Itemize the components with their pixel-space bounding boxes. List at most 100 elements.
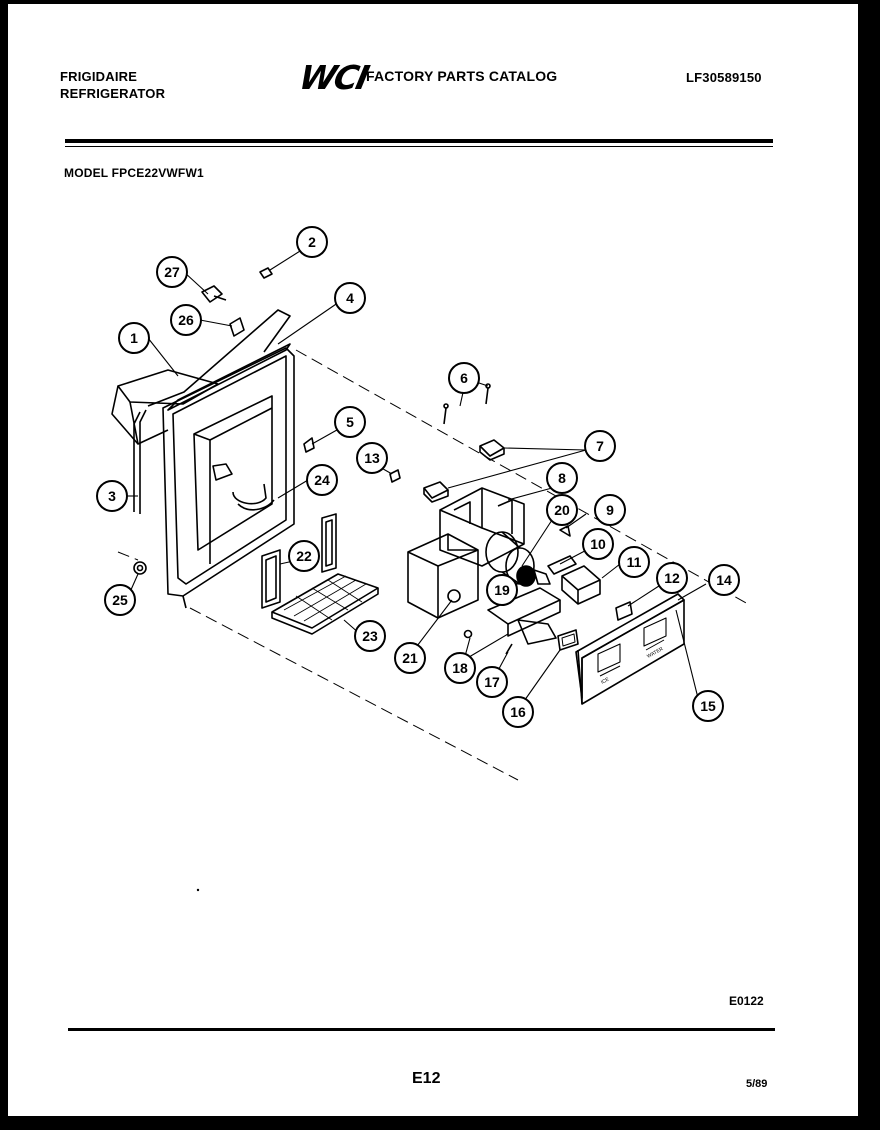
callout-25: 25 xyxy=(104,584,136,616)
alignment-lines xyxy=(117,349,749,781)
callout-23: 23 xyxy=(354,620,386,652)
product-name: REFRIGERATOR xyxy=(60,86,166,101)
callout-number: 6 xyxy=(460,370,468,386)
callout-number: 3 xyxy=(108,488,116,504)
callout-circle xyxy=(656,562,688,594)
callout-circle xyxy=(502,696,534,728)
print-date: 5/89 xyxy=(746,1078,768,1090)
callout-number: 21 xyxy=(402,650,418,666)
control-panel xyxy=(575,593,685,705)
callout-circle xyxy=(692,690,724,722)
water-button xyxy=(615,601,633,621)
callout-circle xyxy=(582,528,614,560)
callout-circle xyxy=(546,494,578,526)
callout-circle xyxy=(334,406,366,438)
callout-circle xyxy=(394,642,426,674)
gear-cylinder xyxy=(485,531,551,587)
callout-8: 8 xyxy=(546,462,578,494)
drip-tray xyxy=(271,573,379,635)
callout-3: 3 xyxy=(96,480,128,512)
callout-circle xyxy=(354,620,386,652)
callout-number: 27 xyxy=(164,264,180,280)
water-tube xyxy=(133,309,291,514)
callout-number: 26 xyxy=(178,312,194,328)
callout-17: 17 xyxy=(476,666,508,698)
parts-catalog-page: FRIGIDAIRE REFRIGERATOR WCI FACTORY PART… xyxy=(8,4,858,1116)
relay-parts xyxy=(423,439,505,503)
grille-small xyxy=(261,513,337,609)
callout-4: 4 xyxy=(334,282,366,314)
callout-number: 4 xyxy=(346,290,354,306)
manufacturer-block: FRIGIDAIRE REFRIGERATOR xyxy=(60,68,165,102)
callout-number: 13 xyxy=(364,450,380,466)
callout-number: 14 xyxy=(716,572,732,588)
callout-circle xyxy=(448,362,480,394)
callout-number: 16 xyxy=(510,704,526,720)
callout-circle xyxy=(104,584,136,616)
callout-number: 25 xyxy=(112,592,128,608)
callout-group: 1234567891011121314151617181920212223242… xyxy=(96,226,740,728)
footer-rule xyxy=(68,1028,775,1031)
callout-10: 10 xyxy=(582,528,614,560)
ice-button xyxy=(557,629,579,651)
callout-number: 12 xyxy=(664,570,680,586)
catalog-number: LF30589150 xyxy=(686,70,762,85)
dispenser-frame xyxy=(162,347,295,609)
callout-number: 7 xyxy=(596,438,604,454)
callout-circle xyxy=(96,480,128,512)
callout-number: 10 xyxy=(590,536,606,552)
callout-number: 1 xyxy=(130,330,138,346)
callout-number: 22 xyxy=(296,548,312,564)
callout-circle xyxy=(306,464,338,496)
callout-16: 16 xyxy=(502,696,534,728)
callout-22: 22 xyxy=(288,540,320,572)
grommet-part xyxy=(133,561,147,575)
callout-number: 18 xyxy=(452,660,468,676)
callout-14: 14 xyxy=(708,564,740,596)
callout-circle xyxy=(618,546,650,578)
callout-15: 15 xyxy=(692,690,724,722)
callout-number: 15 xyxy=(700,698,716,714)
callout-27: 27 xyxy=(156,256,188,288)
motor-assembly xyxy=(407,533,479,619)
callout-number: 9 xyxy=(606,502,614,518)
callout-5: 5 xyxy=(334,406,366,438)
callout-circle xyxy=(156,256,188,288)
screw-9 xyxy=(559,525,571,537)
callout-12: 12 xyxy=(656,562,688,594)
switch-part xyxy=(303,437,315,453)
callout-18: 18 xyxy=(444,652,476,684)
callout-number: 2 xyxy=(308,234,316,250)
callout-circle xyxy=(486,574,518,606)
motor-bracket xyxy=(439,487,525,567)
callout-circle xyxy=(708,564,740,596)
callout-circle xyxy=(356,442,388,474)
nut-part xyxy=(259,267,273,279)
callout-19: 19 xyxy=(486,574,518,606)
screws xyxy=(443,383,491,425)
header-rule-thin xyxy=(65,146,773,147)
panel-label-left: ICE xyxy=(600,676,611,686)
callout-6: 6 xyxy=(448,362,480,394)
latch-parts xyxy=(463,587,561,655)
callout-7: 7 xyxy=(584,430,616,462)
callout-circle xyxy=(546,462,578,494)
callout-20: 20 xyxy=(546,494,578,526)
lever-part xyxy=(547,555,601,605)
callout-circle xyxy=(334,282,366,314)
callout-number: 11 xyxy=(627,554,642,570)
page-number: E12 xyxy=(412,1070,441,1087)
callout-circle xyxy=(288,540,320,572)
callout-circle xyxy=(170,304,202,336)
callout-2: 2 xyxy=(296,226,328,258)
callout-circle xyxy=(476,666,508,698)
connector-part xyxy=(201,285,227,303)
callout-circle xyxy=(118,322,150,354)
callout-24: 24 xyxy=(306,464,338,496)
callout-circle xyxy=(296,226,328,258)
callout-number: 19 xyxy=(494,582,510,598)
callout-21: 21 xyxy=(394,642,426,674)
callout-number: 24 xyxy=(314,472,330,488)
callout-number: 20 xyxy=(554,502,570,518)
callout-11: 11 xyxy=(618,546,650,578)
